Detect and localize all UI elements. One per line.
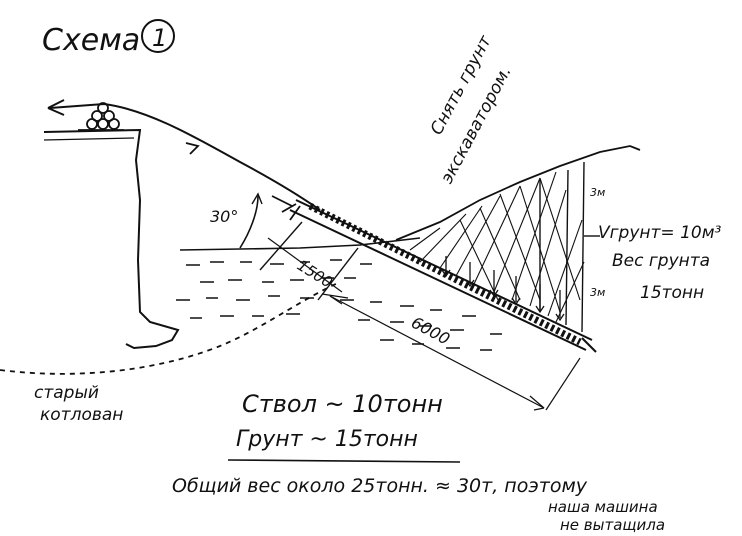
dim-1500-tick-left	[259, 221, 303, 271]
dim-6000-label: 6000	[408, 313, 453, 349]
title-text: Схема	[42, 23, 140, 58]
summary-underline	[227, 459, 461, 463]
tree-trunk	[289, 199, 597, 353]
old-pit-wall	[43, 128, 180, 350]
weight-label-line2: 15тонн	[640, 283, 704, 303]
trunk-weight-text: Ствол ~ 10тонн	[242, 390, 443, 418]
dim-6000-tick	[545, 357, 581, 411]
cable-direction-arrow	[185, 142, 200, 155]
note-line2: не вытащила	[560, 516, 665, 534]
weight-label-line1: Вес грунта	[612, 251, 710, 271]
dim-1500-line	[267, 237, 343, 293]
dim-6000-arrow-right	[529, 395, 545, 411]
dim-1500-tick-right	[317, 247, 359, 301]
dim-6000-arrow-left	[321, 293, 349, 305]
water-line	[179, 237, 421, 251]
old-pit-label-line2: котлован	[40, 405, 123, 425]
dig-instruction: Снять грунт экскаватором.	[427, 31, 516, 186]
dim-6000-line	[329, 295, 545, 409]
soil-hatching	[409, 171, 585, 323]
title-number-circle	[141, 19, 175, 53]
hill-surface	[395, 145, 641, 241]
note-line1: наша машина	[548, 498, 658, 516]
soil-weight-text: Грунт ~ 15тонн	[236, 427, 418, 452]
old-pit-boundary	[0, 281, 341, 375]
volume-label: Vгрунт= 10м³	[598, 223, 722, 243]
cable-arrow-head	[47, 99, 65, 116]
dim-1500-label: 1500	[294, 256, 336, 292]
trunk-branches	[271, 195, 301, 221]
height-top-label: 3м	[590, 186, 605, 199]
height-bottom-label: 3м	[590, 286, 605, 299]
title-number: 1	[152, 24, 167, 52]
angle-arc	[239, 195, 259, 249]
old-pit-edge	[43, 137, 135, 141]
angle-label: 30°	[210, 207, 238, 226]
water-marks	[176, 259, 502, 351]
angle-arc-arrow	[251, 192, 263, 205]
total-weight-text: Общий вес около 25тонн. ≈ 30т, поэтому	[172, 475, 588, 497]
old-pit-label-line1: старый	[34, 383, 99, 403]
winch-cable	[49, 102, 321, 211]
